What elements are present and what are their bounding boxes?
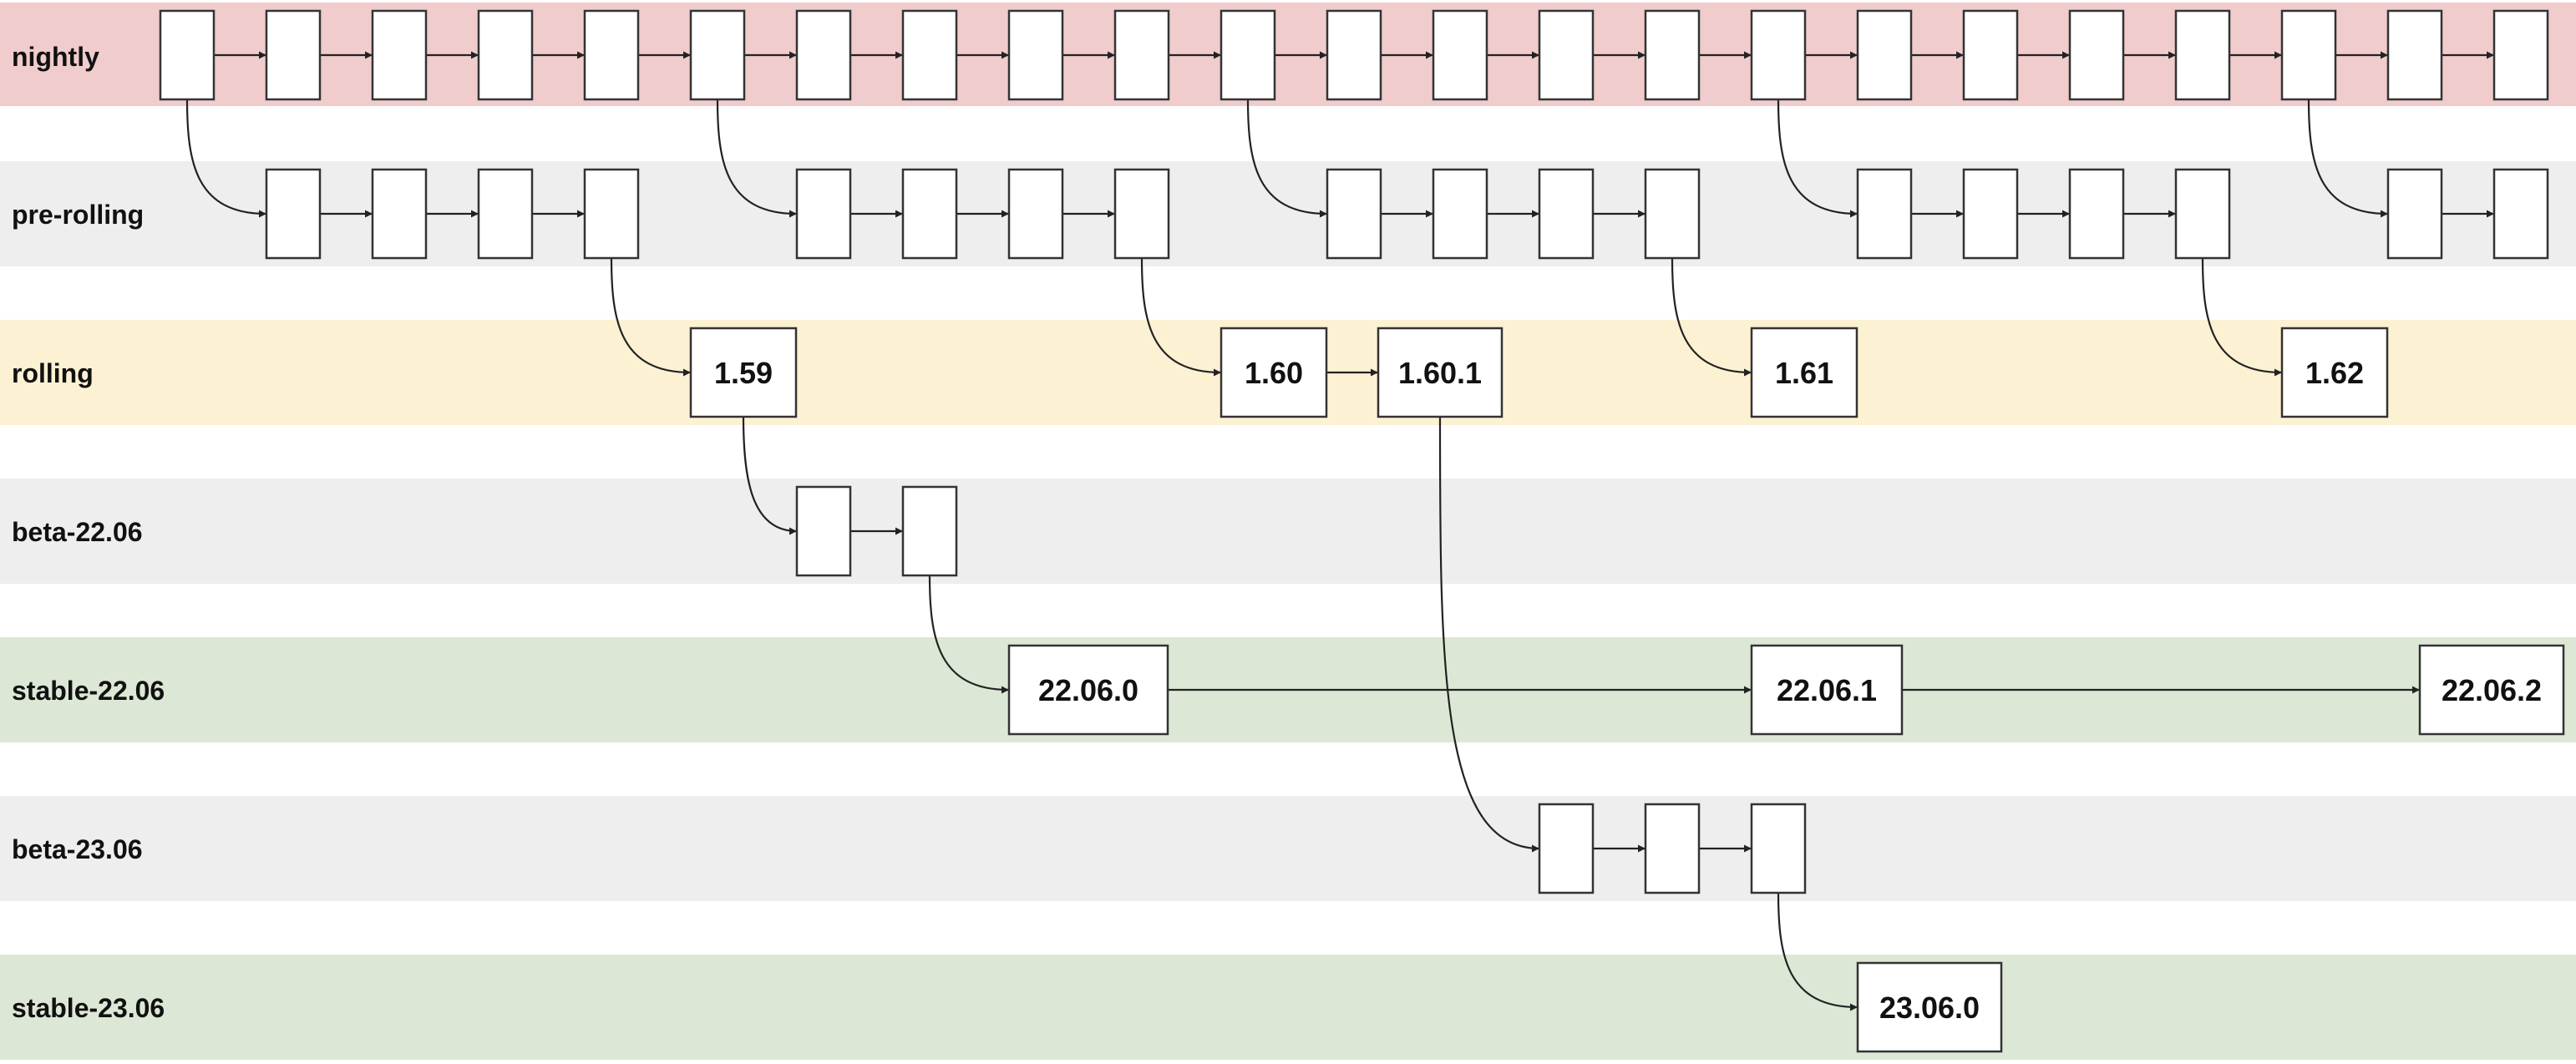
nightly-commit-node — [1962, 9, 2019, 101]
stable-22-06-release-label: 22.06.1 — [1777, 673, 1877, 707]
stable-22-06-release-label: 22.06.0 — [1038, 673, 1138, 707]
lane-label-beta-22-06: beta-22.06 — [12, 517, 143, 547]
pre-rolling-commit-node — [795, 168, 852, 260]
nightly-commit-node — [901, 9, 958, 101]
beta-23-06-commit-node — [1750, 803, 1807, 894]
nightly-commit-node — [1220, 9, 1276, 101]
rolling-release-node — [1750, 327, 1858, 418]
nightly-commit-node — [2068, 9, 2125, 101]
branch-pre-rolling-to-rolling-edge — [1140, 257, 1222, 377]
rolling-release-node — [1377, 327, 1504, 418]
pre-rolling-commit-node — [1007, 168, 1064, 260]
nightly-commit-node — [159, 9, 216, 101]
nightly-commit-node — [1644, 9, 1701, 101]
nightly-commit-node — [2174, 9, 2231, 101]
lane-label-nightly: nightly — [12, 42, 99, 72]
nightly-commit-node — [1750, 9, 1807, 101]
beta-22-06-commit-node — [901, 485, 958, 577]
nightly-commit-node — [2386, 9, 2443, 101]
branch-rolling-to-beta-22-06-edge — [742, 416, 798, 535]
stable-22-06-release-label: 22.06.2 — [2442, 673, 2542, 707]
branch-rolling-to-beta-23-06-edge — [1438, 416, 1540, 853]
pre-rolling-commit-node — [1644, 168, 1701, 260]
branch-pre-rolling-to-rolling-edge — [610, 257, 692, 377]
nightly-commit-node — [265, 9, 322, 101]
pre-rolling-commit-node — [1538, 168, 1595, 260]
pre-rolling-commit-node — [477, 168, 534, 260]
lane-label-rolling: rolling — [12, 358, 94, 388]
branch-nightly-to-pre-rolling-edge — [2307, 99, 2389, 218]
branch-nightly-to-pre-rolling-edge — [716, 99, 798, 218]
stable-22-06-release-node — [2418, 644, 2565, 736]
pre-rolling-commit-node — [371, 168, 428, 260]
nightly-commit-node — [583, 9, 640, 101]
nightly-commit-node — [1007, 9, 1064, 101]
rolling-release-label: 1.60 — [1245, 356, 1303, 390]
branch-nightly-to-pre-rolling-edge — [185, 99, 267, 218]
branch-beta-to-stable-23-06-edge — [1777, 892, 1858, 1011]
lane-beta-22-06-band — [0, 479, 2576, 584]
rolling-release-label: 1.61 — [1775, 356, 1833, 390]
rolling-release-label: 1.59 — [714, 356, 773, 390]
stable-23-06-release-node — [1856, 961, 2003, 1053]
stable-23-06-release-label: 23.06.0 — [1879, 991, 1980, 1025]
pre-rolling-commit-node — [1856, 168, 1913, 260]
pre-rolling-commit-node — [2068, 168, 2125, 260]
nightly-commit-node — [1432, 9, 1488, 101]
pre-rolling-commit-node — [1326, 168, 1382, 260]
nightly-commit-node — [795, 9, 852, 101]
pre-rolling-commit-node — [1113, 168, 1170, 260]
rolling-release-node — [1220, 327, 1328, 418]
rolling-release-node — [2280, 327, 2389, 418]
nightly-commit-node — [1538, 9, 1595, 101]
pre-rolling-commit-node — [2174, 168, 2231, 260]
pre-rolling-commit-node — [1432, 168, 1488, 260]
nightly-commit-node — [1113, 9, 1170, 101]
lane-label-beta-23-06: beta-23.06 — [12, 834, 143, 864]
branch-beta-to-stable-22-06-edge — [928, 575, 1010, 694]
rolling-release-node — [689, 327, 798, 418]
beta-22-06-commit-node — [795, 485, 852, 577]
pre-rolling-commit-node — [2386, 168, 2443, 260]
nightly-commit-node — [477, 9, 534, 101]
branch-nightly-to-pre-rolling-edge — [1246, 99, 1328, 218]
lane-label-stable-23-06: stable-23.06 — [12, 993, 165, 1023]
pre-rolling-commit-node — [265, 168, 322, 260]
pre-rolling-commit-node — [1962, 168, 2019, 260]
beta-23-06-commit-node — [1538, 803, 1595, 894]
rolling-release-label: 1.62 — [2305, 356, 2364, 390]
nightly-commit-node — [1326, 9, 1382, 101]
beta-23-06-commit-node — [1644, 803, 1701, 894]
nightly-commit-node — [2280, 9, 2337, 101]
nightly-commit-node — [1856, 9, 1913, 101]
nightly-commit-node — [689, 9, 746, 101]
rolling-release-label: 1.60.1 — [1398, 356, 1482, 390]
nightly-commit-node — [371, 9, 428, 101]
branch-pre-rolling-to-rolling-edge — [2201, 257, 2283, 377]
pre-rolling-commit-node — [583, 168, 640, 260]
pre-rolling-commit-node — [901, 168, 958, 260]
nightly-commit-node — [2492, 9, 2549, 101]
pre-rolling-commit-node — [2492, 168, 2549, 260]
lane-label-stable-22-06: stable-22.06 — [12, 676, 165, 706]
lane-beta-23-06-band — [0, 796, 2576, 901]
branch-pre-rolling-to-rolling-edge — [1671, 257, 1752, 377]
stable-22-06-release-node — [1007, 644, 1169, 736]
branch-nightly-to-pre-rolling-edge — [1777, 99, 1858, 218]
lane-stable-23-06-band — [0, 955, 2576, 1060]
lane-label-pre-rolling: pre-rolling — [12, 200, 144, 230]
stable-22-06-release-node — [1750, 644, 1904, 736]
